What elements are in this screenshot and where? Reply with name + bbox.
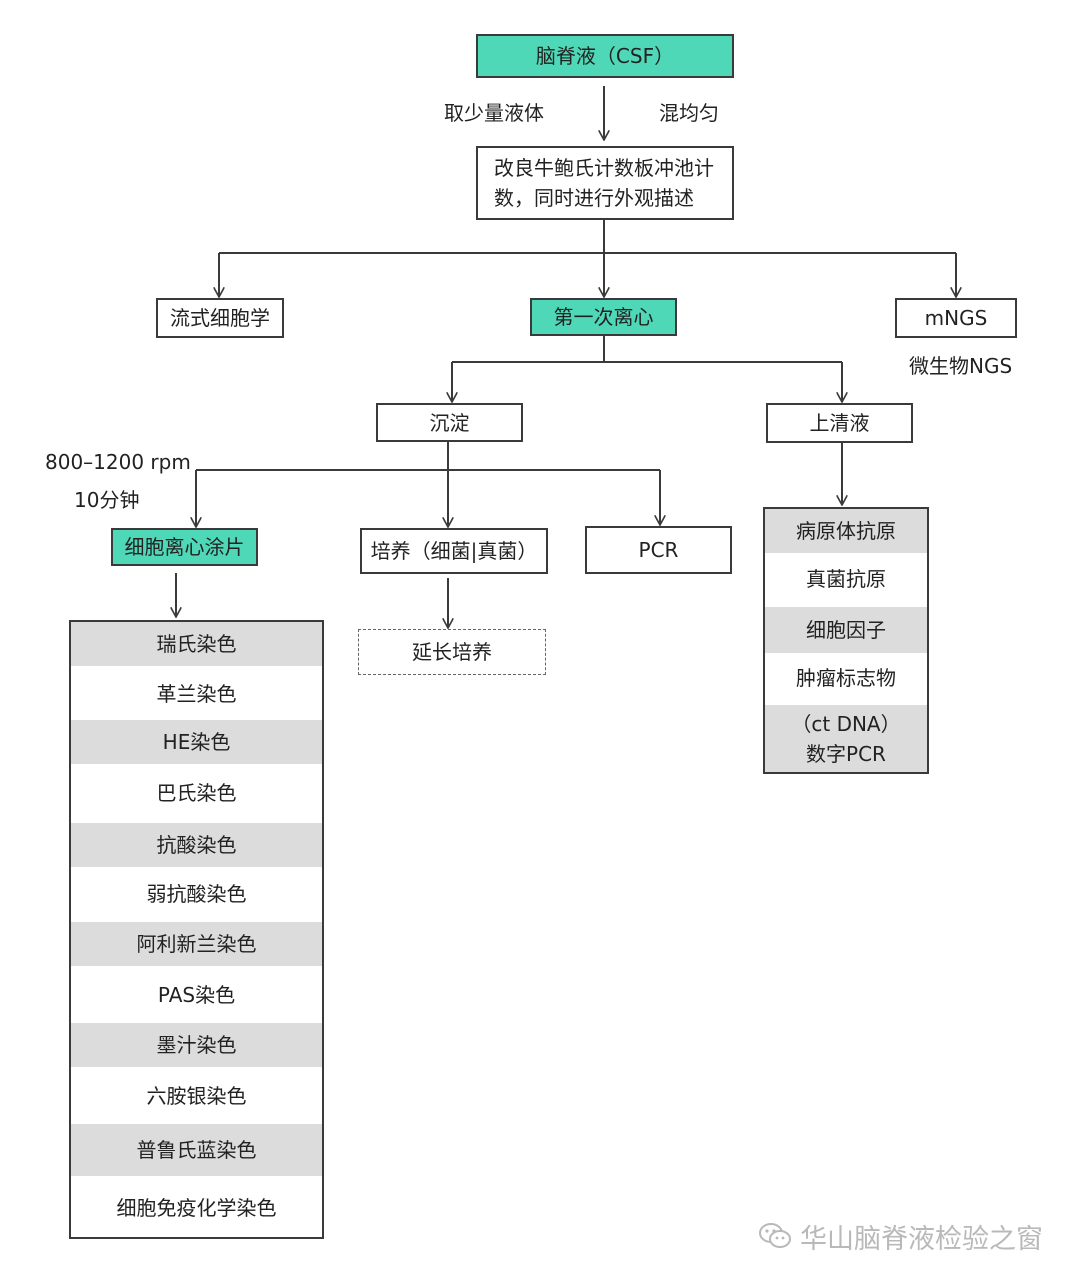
digital-pcr-line-2: 数字PCR [806,741,886,766]
sediment-node: 沉淀 [376,403,523,442]
take-sample-label: 取少量液体 [444,101,544,125]
watermark-text: 华山脑脊液检验之窗 [800,1223,1043,1255]
stain-item: 普鲁氏蓝染色 [71,1124,322,1176]
wechat-icon [759,1223,791,1248]
stain-item: 六胺银染色 [146,1084,247,1108]
stain-item: 阿利新兰染色 [71,922,322,966]
stain-list: 瑞氏染色 革兰染色 HE染色 巴氏染色 抗酸染色 弱抗酸染色 阿利新兰染色 PA… [69,620,324,1239]
cell-count-line-1: 改良牛鲍氏计数板冲池计 [494,156,714,180]
supernatant-test-item: 细胞因子 [765,607,927,653]
first-centrifuge-node: 第一次离心 [530,298,677,336]
cytospin-node: 细胞离心涂片 [111,528,258,566]
rpm-label: 800–1200 rpm [45,450,191,474]
pcr-node: PCR [585,526,732,574]
stain-item: 弱抗酸染色 [146,882,247,906]
supernatant-test-list: 病原体抗原 真菌抗原 细胞因子 肿瘤标志物 （ct DNA） 数字PCR [763,507,929,774]
digital-pcr-line-1: （ct DNA） [791,711,901,736]
stain-item: 革兰染色 [156,682,237,706]
microbe-ngs-label: 微生物NGS [909,354,1013,378]
stain-item: PAS染色 [157,983,236,1007]
cell-count-line-2: 数，同时进行外观描述 [494,186,694,210]
digital-pcr-item: （ct DNA） 数字PCR [765,705,927,772]
stain-item: 抗酸染色 [71,823,322,867]
mngs-node: mNGS [895,298,1017,338]
stain-item: 细胞免疫化学染色 [116,1196,277,1220]
mix-label: 混均匀 [659,101,719,125]
stain-item: 墨汁染色 [71,1023,322,1067]
stain-item: 瑞氏染色 [71,622,322,666]
supernatant-test-item: 肿瘤标志物 [796,666,896,690]
flow-cytometry-node: 流式细胞学 [156,298,284,338]
supernatant-test-item: 真菌抗原 [806,567,886,591]
csf-node: 脑脊液（CSF） [476,34,734,78]
culture-node: 培养（细菌|真菌） [360,528,548,574]
extended-culture-node: 延长培养 [358,629,546,675]
supernatant-node: 上清液 [766,403,913,443]
stain-item: HE染色 [71,720,322,764]
stain-item: 巴氏染色 [156,781,237,805]
supernatant-test-item: 病原体抗原 [765,509,927,553]
minutes-label: 10分钟 [74,488,140,512]
cell-count-node: 改良牛鲍氏计数板冲池计 数，同时进行外观描述 [476,146,734,220]
watermark: 华山脑脊液检验之窗 [758,1218,1043,1255]
